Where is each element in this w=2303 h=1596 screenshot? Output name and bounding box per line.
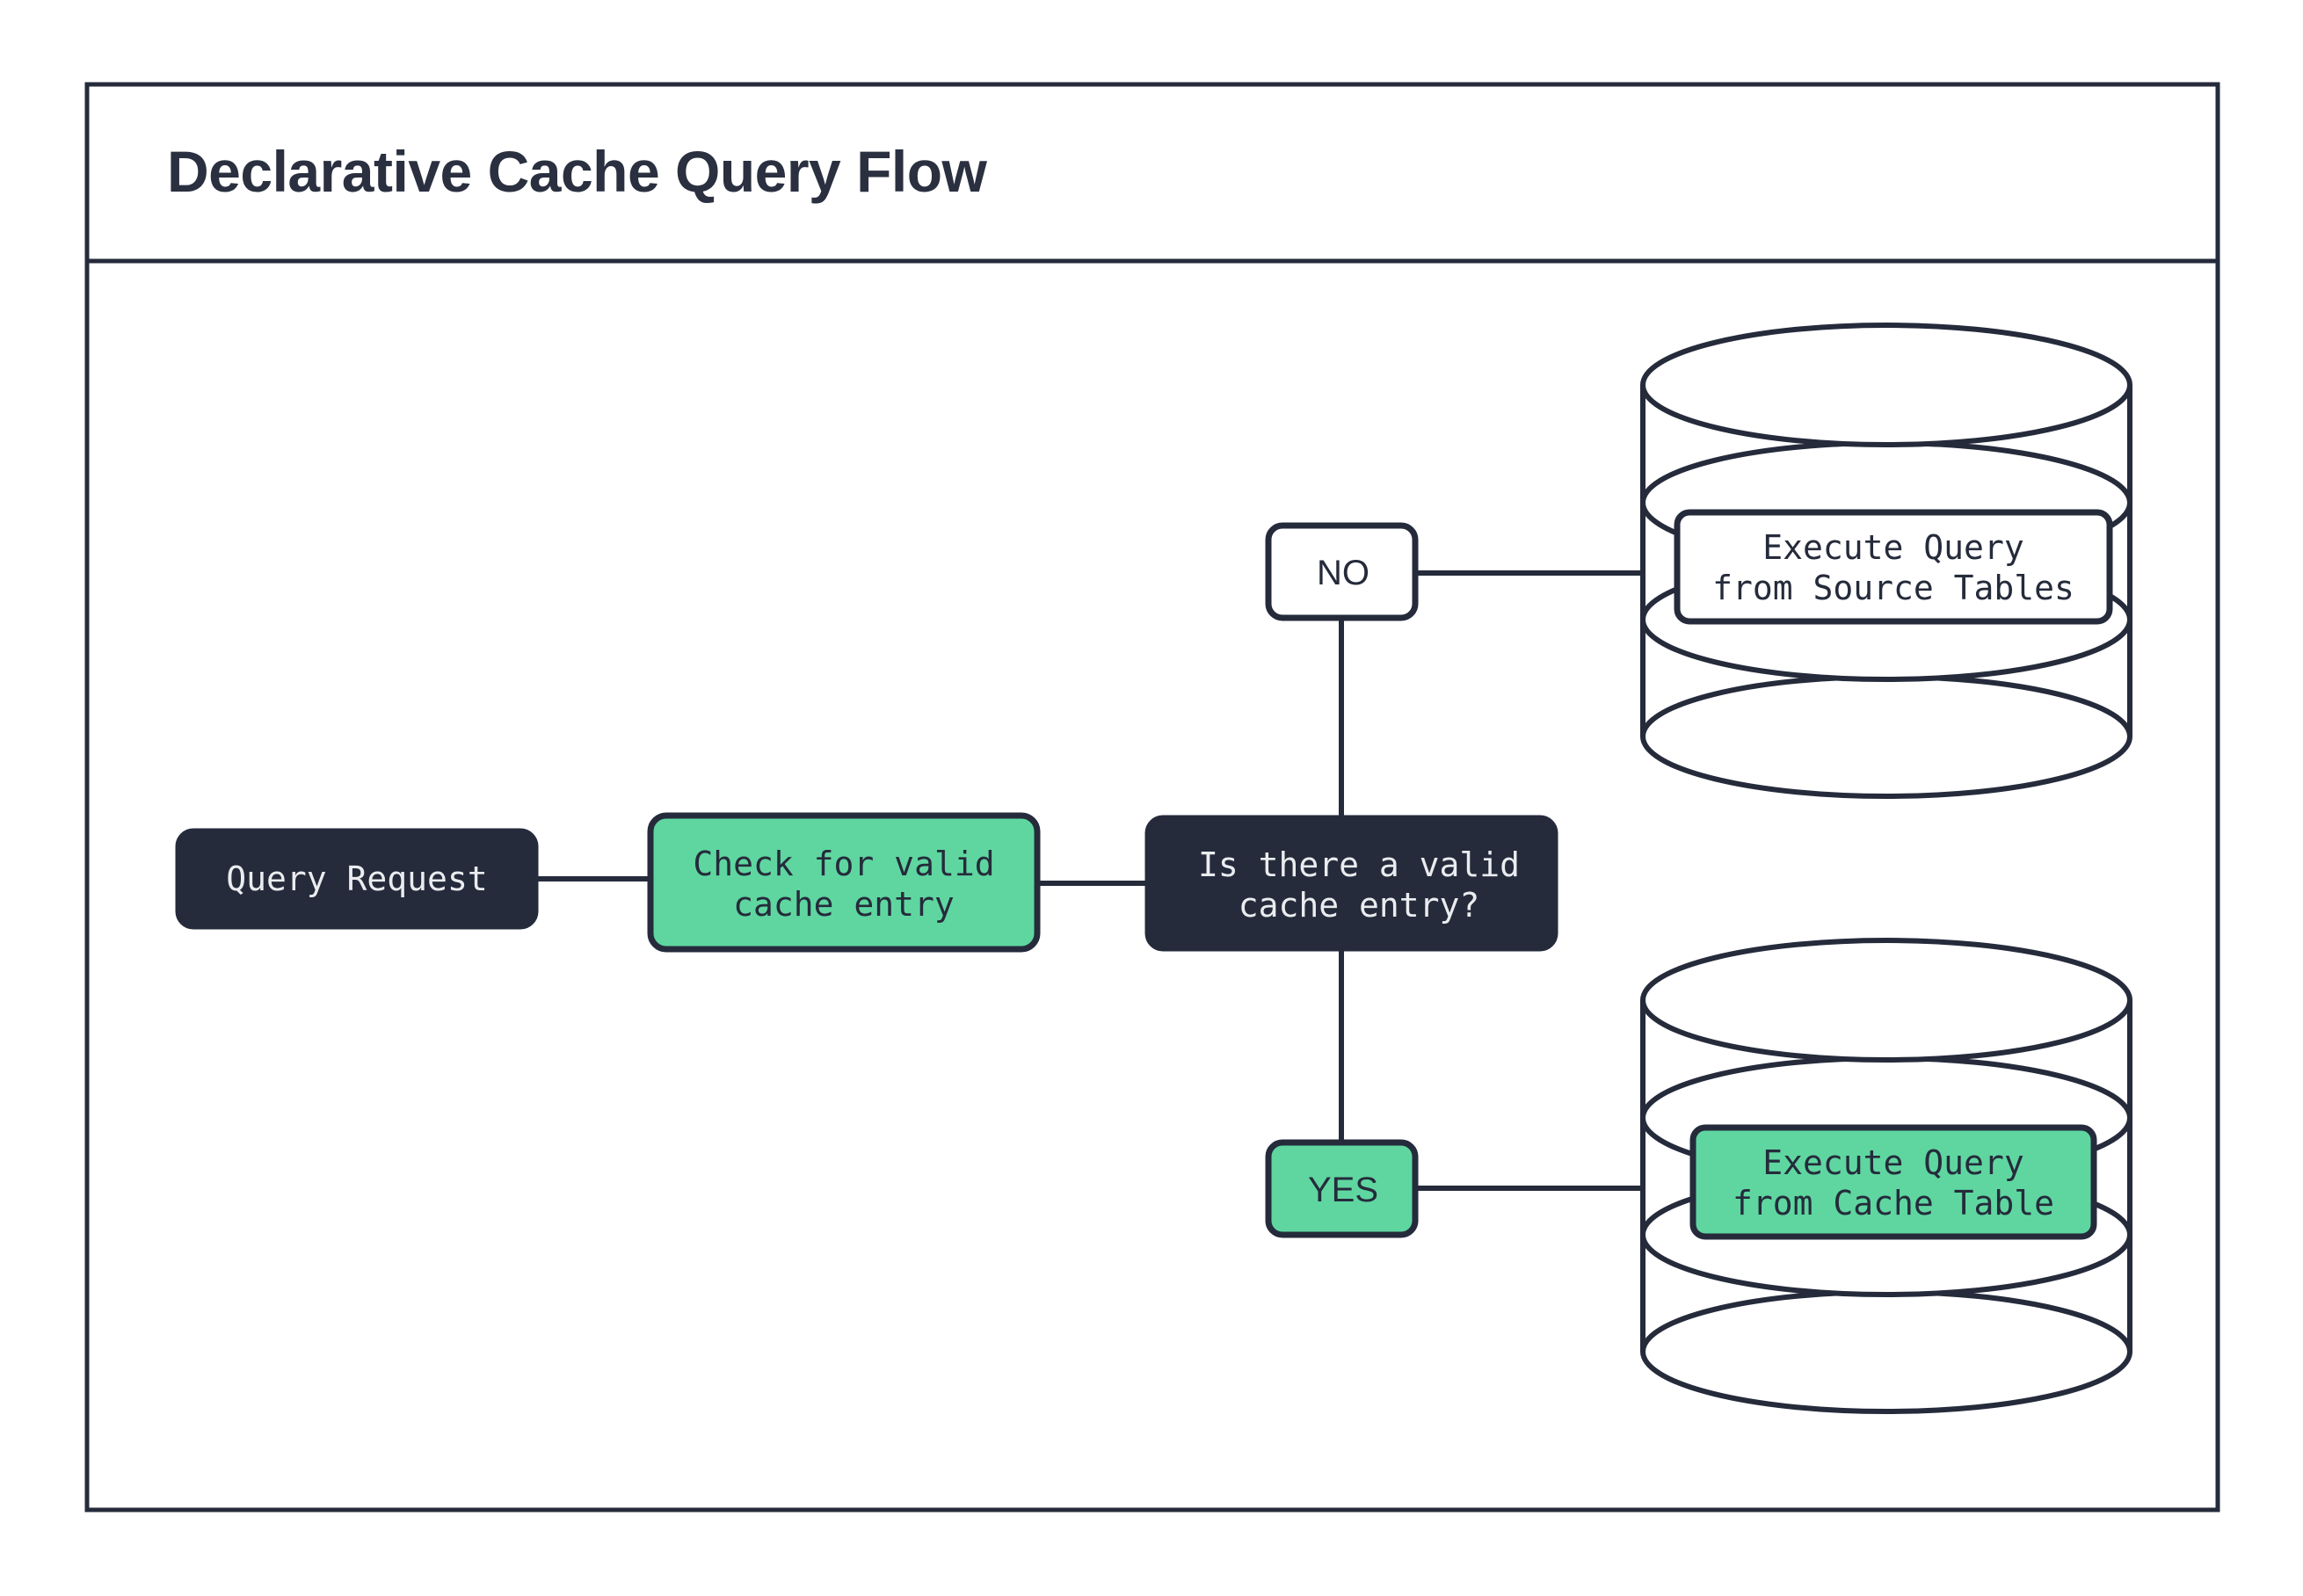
node-check-cache-entry[interactable]	[647, 812, 1041, 953]
page-title: Declarative Cache Query Flow	[167, 139, 988, 204]
source-db-label-line1: Execute Query	[1762, 528, 2023, 567]
node-decision-line2: cache entry?	[1239, 886, 1480, 925]
node-decision-valid-cache[interactable]	[1144, 815, 1558, 952]
source-db-label-box[interactable]	[1674, 509, 2113, 625]
branch-label-yes-text: YES	[1308, 1171, 1378, 1209]
db-disc-bottom	[1640, 1289, 2132, 1414]
db-disc-bottom	[1640, 674, 2132, 799]
db-disc-top	[1640, 938, 2132, 1063]
db-disc-top	[1640, 323, 2132, 447]
branch-label-no-text: NO	[1317, 554, 1369, 592]
branch-label-no[interactable]	[1265, 522, 1419, 621]
branch-label-yes[interactable]	[1265, 1139, 1419, 1238]
cache-db-label-box[interactable]	[1689, 1124, 2097, 1240]
node-query-request-label: Query Request	[226, 860, 487, 898]
node-check-cache-entry-line1: Check for valid	[693, 845, 994, 883]
cache-db-label-line1: Execute Query	[1762, 1143, 2023, 1182]
cache-db-label-line2: from Cache Table	[1733, 1184, 2054, 1222]
node-query-request[interactable]	[175, 828, 539, 930]
node-check-cache-entry-line2: cache entry	[733, 885, 955, 924]
node-decision-line1: Is there a valid	[1198, 845, 1520, 884]
source-db-label-line2: from Source Tables	[1712, 569, 2074, 607]
